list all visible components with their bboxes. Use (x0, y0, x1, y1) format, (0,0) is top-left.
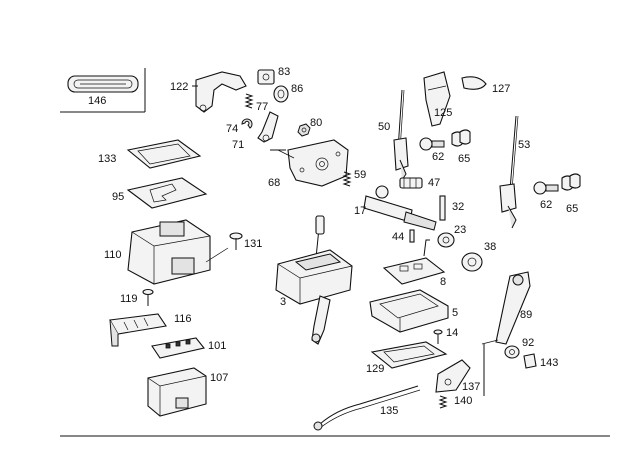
part-125-shift-knob (423, 71, 451, 127)
callout-71: 71 (232, 139, 244, 151)
callout-119: 119 (120, 293, 138, 305)
callout-38: 38 (484, 241, 496, 253)
part-129-gasket-frame (370, 341, 448, 369)
part-89-lever (481, 271, 531, 396)
part-38-bushing (461, 252, 483, 272)
part-8-guide-plate (382, 239, 446, 285)
part-86-bushing (273, 85, 289, 103)
callout-53: 53 (518, 139, 530, 151)
callout-125: 125 (434, 107, 452, 119)
callout-74: 74 (226, 123, 238, 135)
callout-65-upper: 65 (458, 153, 470, 165)
part-80-nut (297, 123, 311, 137)
callout-83: 83 (278, 66, 290, 78)
part-95-gate-plate (126, 177, 208, 209)
inset-frame (60, 68, 146, 113)
callout-116: 116 (174, 313, 192, 325)
callout-50: 50 (378, 121, 390, 133)
part-32-pin (439, 195, 446, 221)
callout-92: 92 (522, 337, 534, 349)
callout-143: 143 (540, 357, 558, 369)
callout-129: 129 (366, 363, 384, 375)
part-77-spring (244, 93, 254, 109)
callout-8: 8 (440, 276, 446, 288)
part-53-selector-rod (499, 115, 519, 229)
callout-137: 137 (462, 381, 480, 393)
part-110-shifter-housing (127, 219, 229, 285)
callout-135: 135 (380, 405, 398, 417)
part-74-clip (241, 118, 253, 129)
callout-3: 3 (280, 296, 286, 308)
callout-146: 146 (88, 95, 106, 107)
callout-131: 131 (244, 238, 262, 250)
callout-110: 110 (104, 249, 122, 261)
callout-23: 23 (454, 224, 466, 236)
callout-89: 89 (520, 309, 532, 321)
part-140-spring (438, 395, 448, 409)
callout-133: 133 (98, 153, 116, 165)
part-92-bushing (504, 345, 520, 359)
callout-62-upper: 62 (432, 151, 444, 163)
callout-122: 122 (170, 81, 188, 93)
part-143-clip (523, 353, 537, 369)
part-47-switch (399, 177, 423, 189)
callout-14: 14 (446, 327, 458, 339)
part-62-bolt-lower (533, 181, 559, 195)
part-71-lever (257, 111, 279, 143)
callout-140: 140 (454, 395, 472, 407)
callout-107: 107 (210, 372, 228, 384)
part-14-screw (433, 329, 443, 344)
callout-17: 17 (354, 205, 366, 217)
part-101-switch-strip (151, 337, 205, 359)
callout-80: 80 (310, 117, 322, 129)
part-107-control-module (147, 367, 207, 417)
part-62-bolt-upper (419, 137, 445, 151)
callout-127: 127 (492, 83, 510, 95)
callout-32: 32 (452, 201, 464, 213)
callout-59: 59 (354, 169, 366, 181)
part-65-clip-lower (561, 173, 581, 191)
part-135-shift-cable (313, 385, 421, 431)
callout-101: 101 (208, 340, 226, 352)
part-83-clip (257, 69, 275, 85)
callout-62-lower: 62 (540, 199, 552, 211)
part-131-screw (229, 232, 243, 250)
callout-5: 5 (452, 307, 458, 319)
part-116-bracket (109, 313, 167, 347)
part-119-screw (142, 288, 154, 306)
part-133-cover-frame (126, 139, 202, 169)
callout-68: 68 (268, 177, 280, 189)
part-127-knob-cap (461, 76, 487, 90)
part-146-trim-strip (67, 75, 139, 93)
part-50-selector-rod (393, 89, 409, 181)
part-137-bracket (435, 359, 471, 393)
part-44-pin (409, 229, 415, 243)
part-17-shaft-assembly (363, 185, 437, 231)
callout-86: 86 (291, 83, 303, 95)
callout-77: 77 (256, 101, 268, 113)
part-65-clip-upper (451, 129, 471, 147)
callout-44: 44 (392, 231, 404, 243)
callout-47: 47 (428, 177, 440, 189)
part-122-bracket (192, 71, 247, 113)
part-5-carrier-frame (369, 289, 449, 333)
callout-95: 95 (112, 191, 124, 203)
part-23-bushing (437, 232, 455, 248)
part-68-mounting-plate (270, 139, 349, 187)
part-3-shift-mechanism (275, 215, 353, 345)
callout-65-lower: 65 (566, 203, 578, 215)
part-59-spring (342, 171, 352, 187)
